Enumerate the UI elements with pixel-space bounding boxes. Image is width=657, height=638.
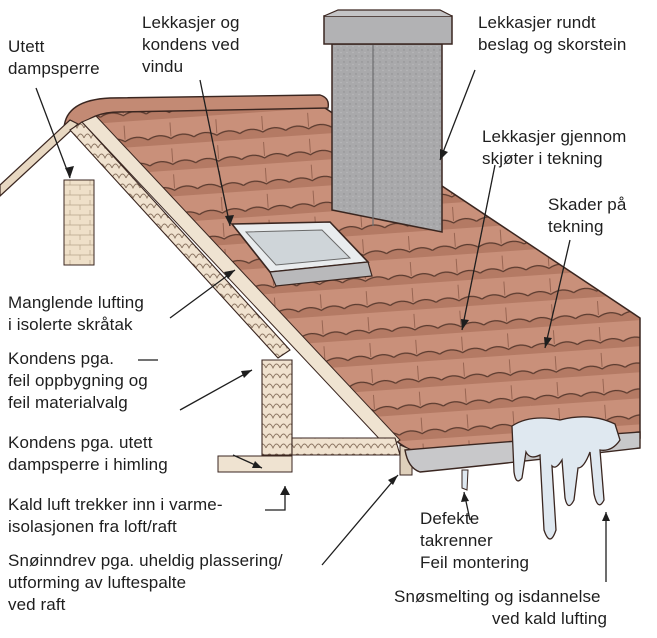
ceiling-insulation	[291, 437, 401, 456]
knee-wall	[261, 359, 293, 456]
label-defekte-takrenner: Defekte takrenner Feil montering	[420, 509, 530, 572]
label-utett-dampsperre: Utett dampsperre	[8, 37, 100, 78]
label-lekkasjer-vindu: Lekkasjer og kondens ved vindu	[142, 13, 240, 76]
leader-lines	[35, 69, 610, 582]
label-kald-luft: Kald luft trekker inn i varme- isolasjon…	[8, 495, 223, 536]
rafter-insulation	[69, 121, 291, 359]
label-skader-tekning: Skader på tekning	[548, 195, 627, 236]
label-lekkasjer-beslag: Lekkasjer rundt beslag og skorstein	[478, 13, 627, 54]
label-manglende-lufting: Manglende lufting i isolerte skråtak	[8, 293, 144, 334]
snow-and-icicles	[511, 416, 621, 540]
label-snosmelting: Snøsmelting og isdannelse ved kald lufti…	[394, 587, 608, 628]
gable-wall	[0, 119, 80, 197]
label-kondens-oppbygning: Kondens pga. feil oppbygning og feil mat…	[8, 349, 148, 412]
gable-vent	[63, 179, 95, 266]
label-snoinndrev: Snøinndrev pga. uheldig plassering/ utfo…	[8, 551, 283, 614]
label-lekkasjer-skjoter: Lekkasjer gjennom skjøter i tekning	[482, 127, 627, 168]
label-kondens-himling: Kondens pga. utett dampsperre i himling	[8, 433, 168, 474]
chimney	[331, 43, 443, 233]
